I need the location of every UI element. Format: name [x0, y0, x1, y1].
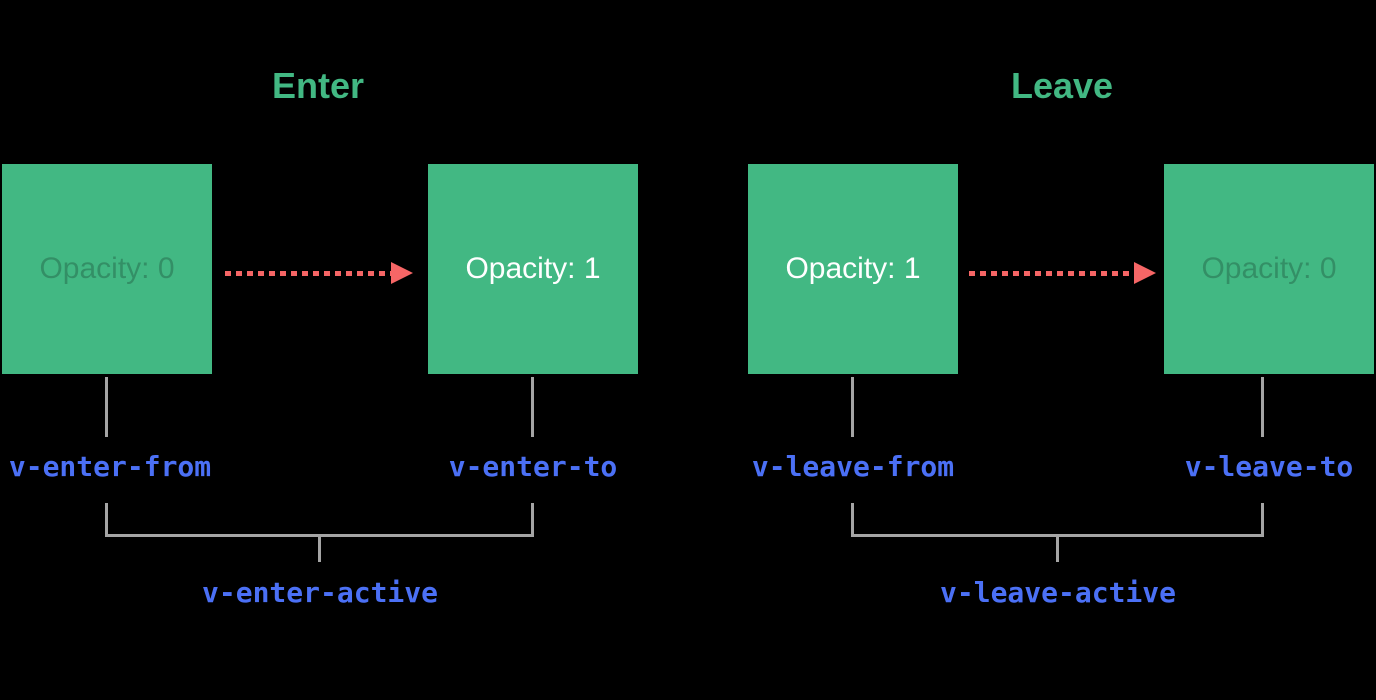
leave-to-box-label: Opacity: 0	[1201, 252, 1337, 285]
enter-from-class-label: v-enter-from	[8, 450, 212, 483]
leave-from-connector-line	[851, 377, 854, 437]
enter-from-connector-line	[105, 377, 108, 437]
leave-to-connector-line	[1261, 377, 1264, 437]
enter-from-box: Opacity: 0	[2, 164, 212, 374]
enter-section-title: Enter	[271, 65, 365, 106]
leave-to-class-label: v-leave-to	[1184, 450, 1354, 483]
leave-active-bracket	[851, 503, 1264, 537]
enter-to-box-label: Opacity: 1	[465, 252, 601, 285]
leave-active-bracket-stem	[1056, 537, 1059, 562]
leave-from-box: Opacity: 1	[748, 164, 958, 374]
enter-to-connector-line	[531, 377, 534, 437]
enter-active-bracket-stem	[318, 537, 321, 562]
leave-from-box-label: Opacity: 1	[785, 252, 921, 285]
leave-arrow-dashed-line	[969, 271, 1134, 276]
leave-from-class-label: v-leave-from	[751, 450, 955, 483]
enter-from-box-label: Opacity: 0	[39, 252, 175, 285]
enter-arrow-dashed-line	[225, 271, 391, 276]
enter-to-class-label: v-enter-to	[448, 450, 618, 483]
leave-arrow-head-icon	[1134, 262, 1156, 284]
leave-to-box: Opacity: 0	[1164, 164, 1374, 374]
enter-active-class-label: v-enter-active	[201, 576, 439, 609]
leave-active-class-label: v-leave-active	[939, 576, 1177, 609]
enter-to-box: Opacity: 1	[428, 164, 638, 374]
leave-section-title: Leave	[1010, 65, 1114, 106]
enter-active-bracket	[105, 503, 534, 537]
enter-arrow-head-icon	[391, 262, 413, 284]
